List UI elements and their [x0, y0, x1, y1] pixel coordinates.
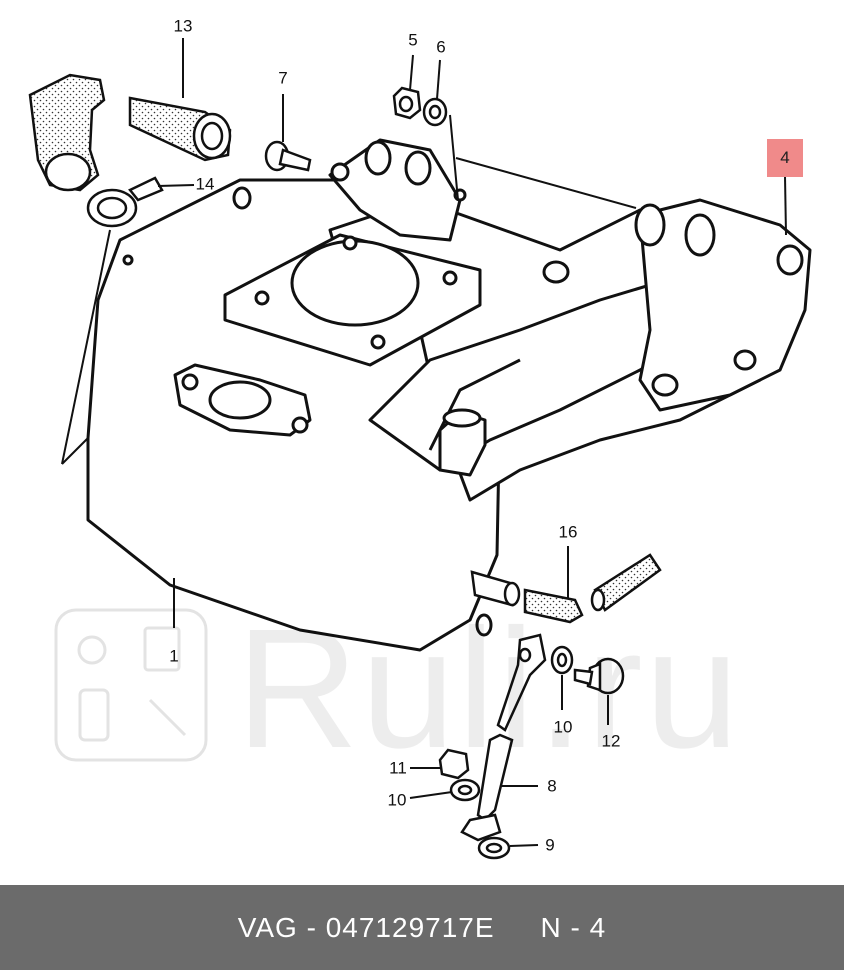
hose-16 — [523, 553, 662, 624]
intake-manifold-diagram — [28, 38, 812, 860]
callout-13: 13 — [173, 16, 193, 36]
callout-6: 6 — [436, 37, 446, 57]
callout-8: 8 — [547, 776, 557, 796]
fasteners — [264, 86, 625, 860]
callout-5: 5 — [408, 30, 418, 50]
manifold-body — [86, 138, 812, 652]
hose-clamp-14 — [86, 176, 164, 228]
part-number: VAG - 047129717E — [237, 911, 495, 943]
leader-lines — [157, 38, 787, 847]
callout-12: 12 — [601, 731, 621, 751]
callout-9: 9 — [545, 835, 555, 855]
callout-10-lower: 10 — [387, 790, 407, 810]
callout-14: 14 — [195, 174, 215, 194]
watermark-logo — [54, 608, 208, 762]
callout-10-right: 10 — [553, 717, 573, 737]
diagram-position: N - 4 — [540, 911, 607, 943]
footer-bar: VAG - 047129717E N - 4 — [0, 885, 844, 970]
callout-16: 16 — [558, 522, 578, 542]
watermark-text: Ruli.ru — [236, 594, 742, 784]
callout-4-highlighted: 4 — [767, 139, 803, 177]
pipe-stub — [470, 570, 521, 607]
callout-11: 11 — [389, 758, 407, 778]
callout-7: 7 — [278, 68, 288, 88]
callout-1: 1 — [169, 646, 179, 666]
bracket-8 — [460, 633, 547, 842]
hose-13 — [28, 73, 232, 192]
